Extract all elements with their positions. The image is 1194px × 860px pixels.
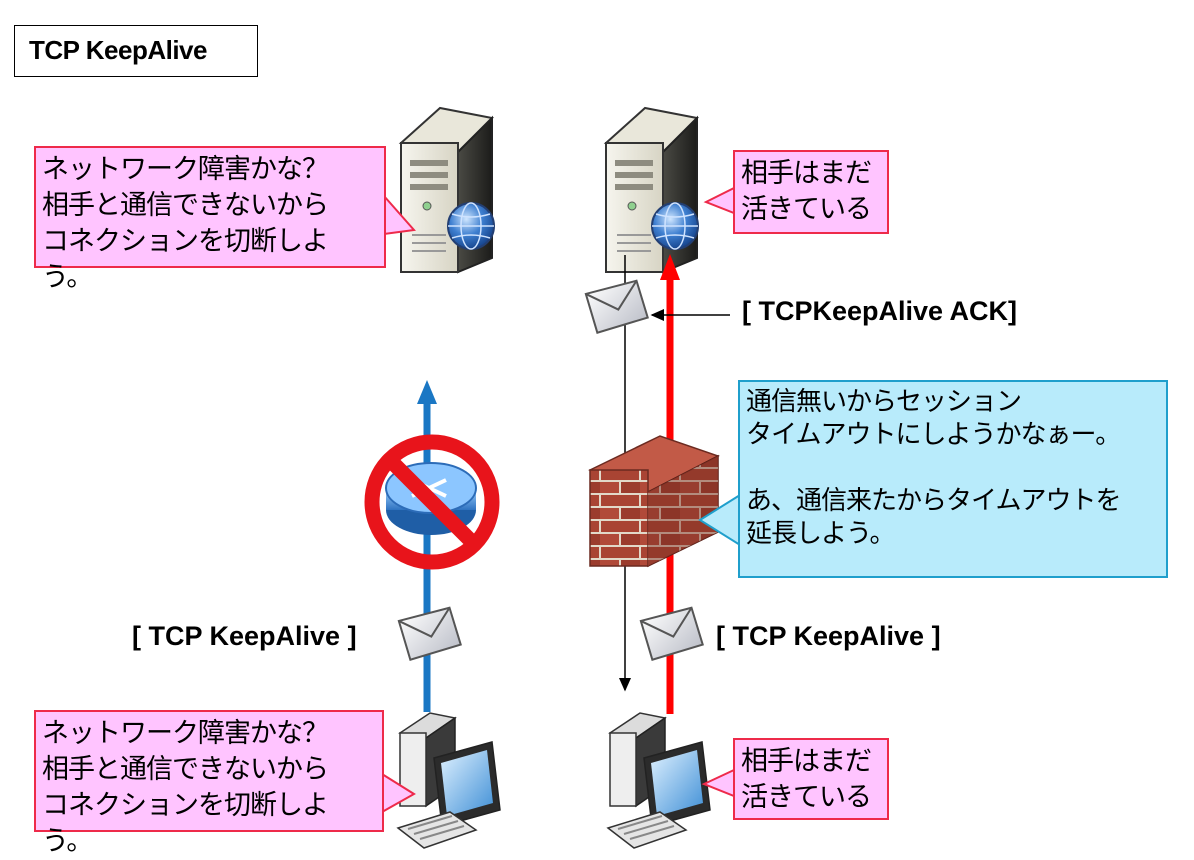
- left-keepalive-label: [ TCP KeepAlive ]: [132, 621, 357, 651]
- left-server-note: ネットワーク障害かな？ 相手と通信できないから コネクションを切断しよう。: [34, 146, 386, 293]
- firewall-icon: [588, 435, 720, 568]
- right-server-callout-tail: [703, 186, 735, 215]
- right-keepalive-envelope-icon: [639, 606, 704, 661]
- firewall-note: 通信無いからセッション タイムアウトにしようかなぁー。 あ、通信来たからタイムア…: [738, 380, 1168, 578]
- right-server-note: 相手はまだ 活きている: [733, 150, 889, 234]
- left-client-note: ネットワーク障害かな？ 相手と通信できないから コネクションを切断しよう。: [34, 710, 384, 857]
- left-computer-icon: [396, 712, 501, 849]
- right-keepalive-label: [ TCP KeepAlive ]: [716, 621, 941, 651]
- right-client-note: 相手はまだ 活きている: [733, 738, 889, 820]
- left-keepalive-envelope-icon: [397, 606, 462, 661]
- right-computer-icon: [606, 712, 711, 849]
- left-server-globe-icon: [447, 202, 495, 250]
- ack-envelope-icon: [584, 279, 649, 334]
- diagram-title: TCP KeepAlive: [14, 25, 258, 77]
- blue-keepalive-arrow: [417, 380, 437, 712]
- prohibition-icon: [364, 434, 500, 570]
- left-server-icon: [398, 106, 495, 274]
- ack-label: [ TCPKeepAlive ACK]: [742, 296, 1018, 326]
- right-server-globe-icon: [651, 202, 699, 250]
